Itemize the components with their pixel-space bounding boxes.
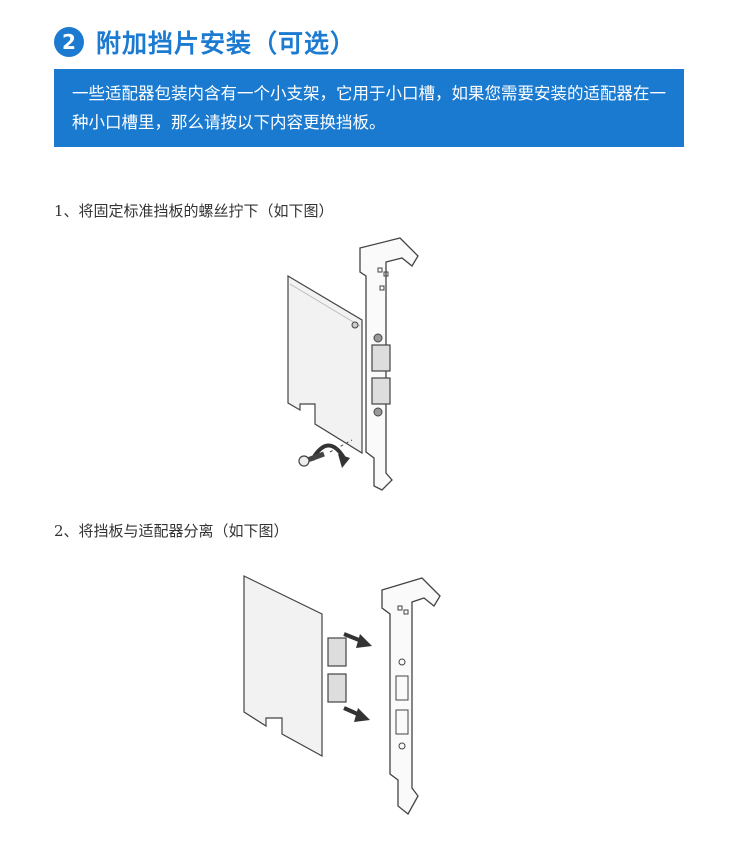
port-top [327,637,347,667]
note-box: 一些适配器包装内含有一个小支架，它用于小口槽，如果您需要安装的适配器在一种小口槽… [54,69,684,147]
bracket [359,237,419,491]
step-number-badge: 2 [54,27,84,57]
adapter-card [287,274,363,455]
port-bottom [371,377,391,405]
bracket [381,577,441,815]
step-2-text: 2、将挡板与适配器分离（如下图） [54,522,289,540]
section-header: 2 附加挡片安装（可选） [54,22,356,62]
step-1-text: 1、将固定标准挡板的螺丝拧下（如下图） [54,202,334,220]
step-1-illustration [270,228,470,498]
note-text: 一些适配器包装内含有一个小支架，它用于小口槽，如果您需要安装的适配器在一种小口槽… [72,84,666,132]
adapter-card [243,575,323,758]
screw-icon [298,455,310,467]
port-bottom [327,673,347,703]
card-screw-hole [351,321,359,329]
section-title: 附加挡片安装（可选） [96,29,357,58]
step-2-illustration [236,568,456,830]
port-top [371,344,391,372]
